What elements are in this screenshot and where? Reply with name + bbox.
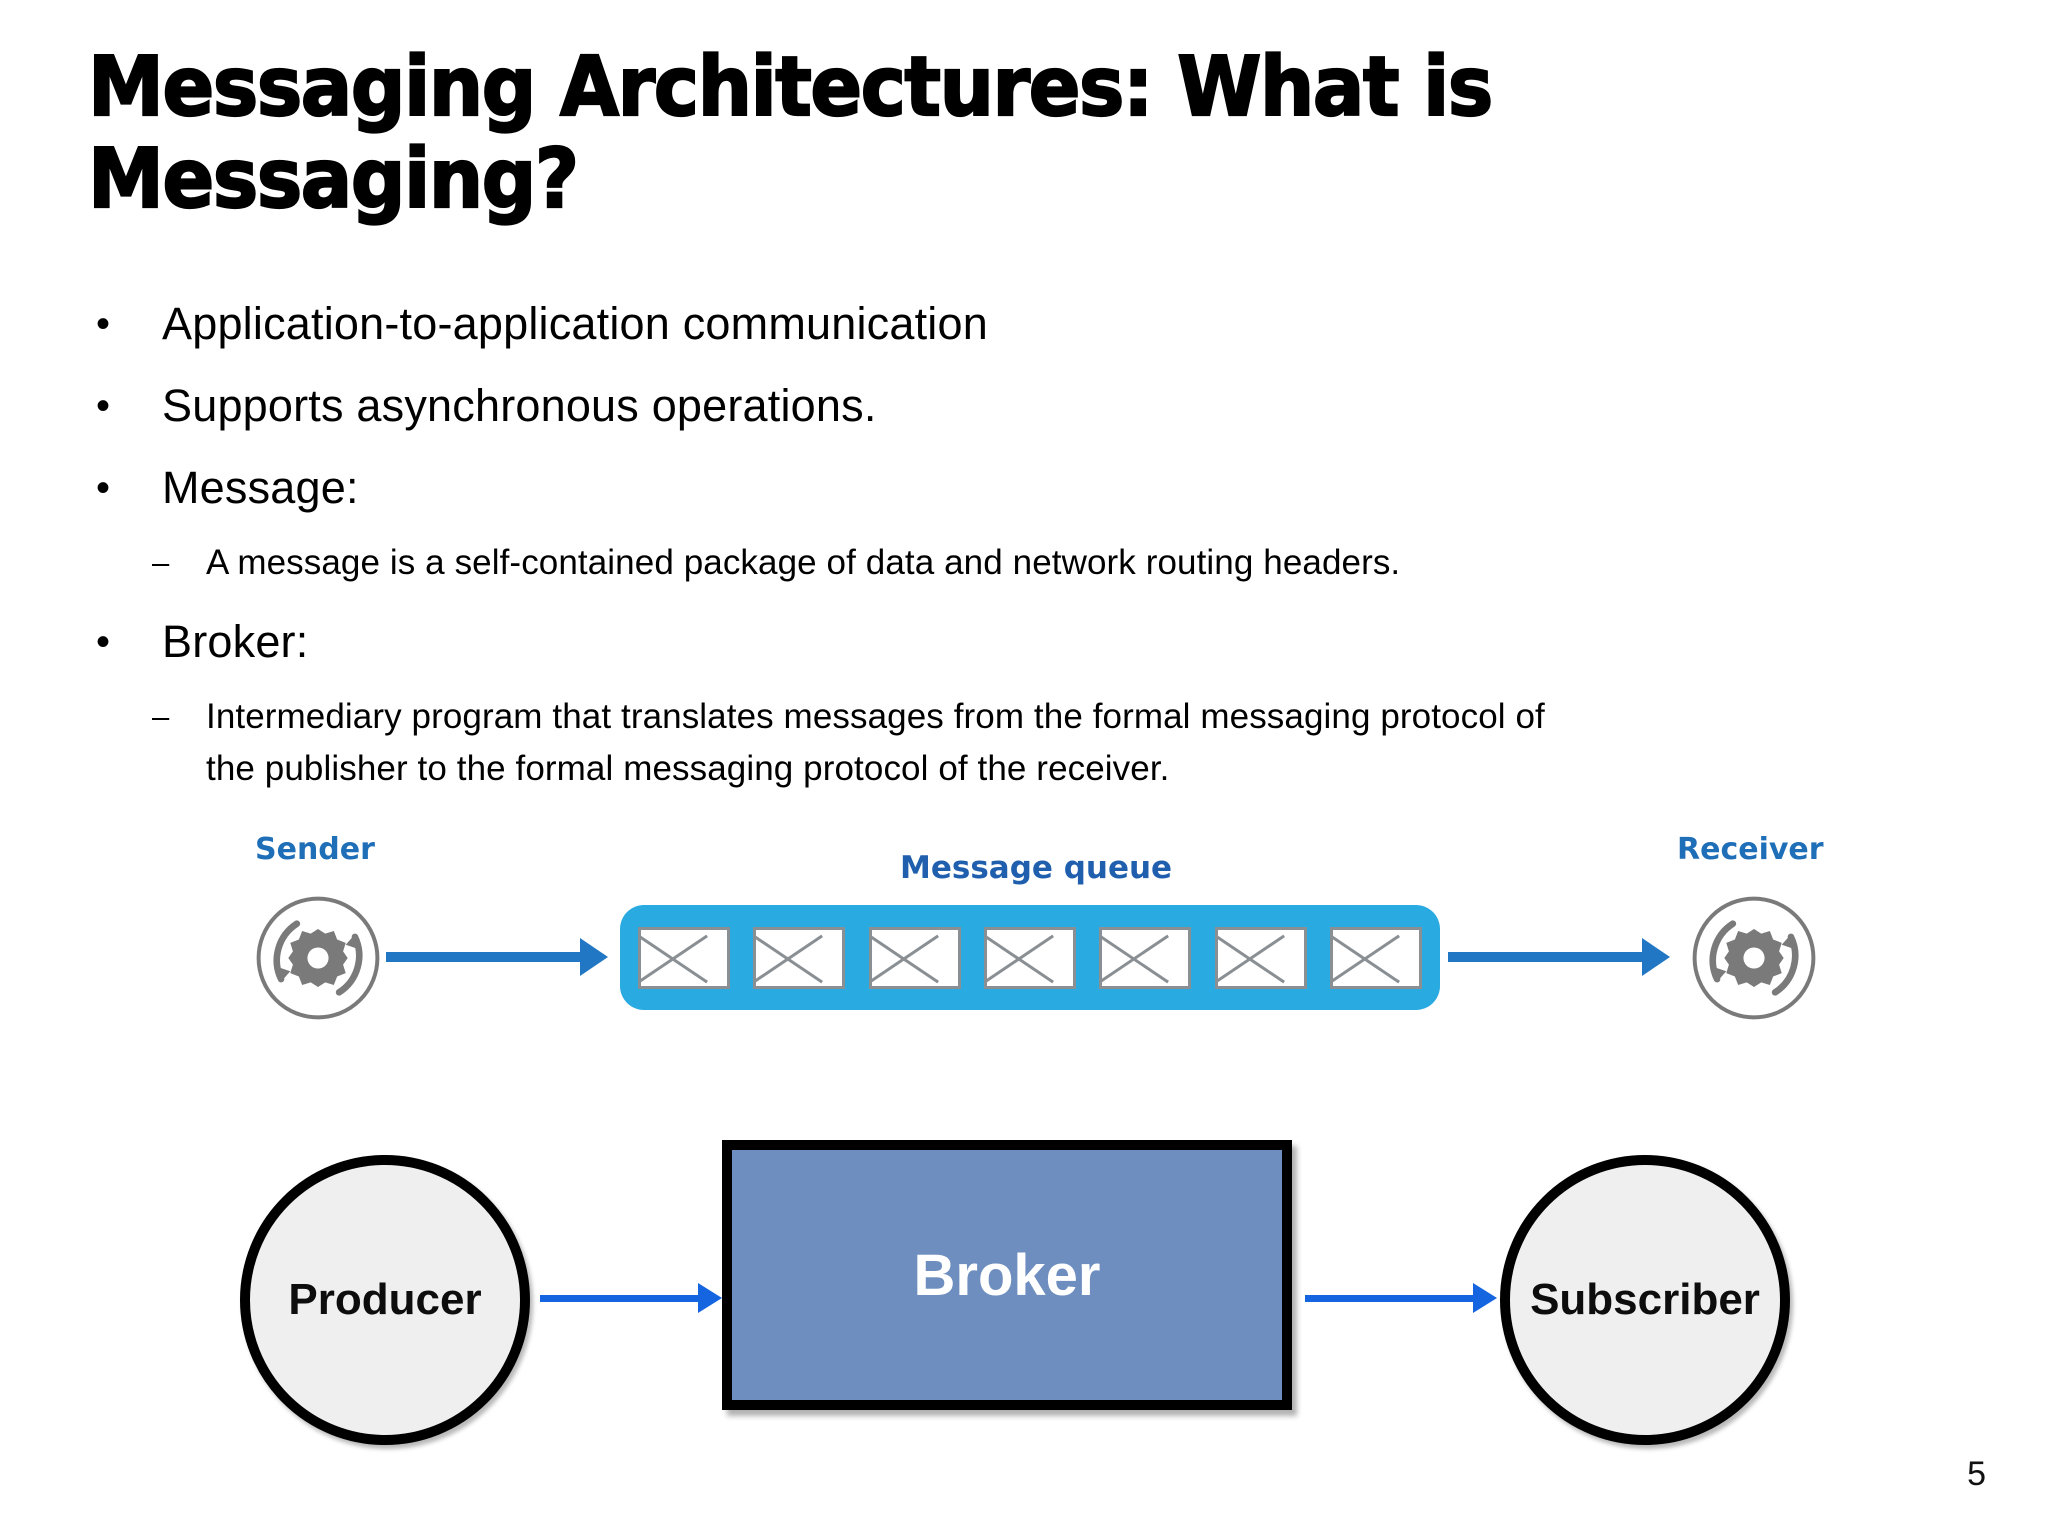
bullet-text: Application-to-application communication xyxy=(162,298,988,349)
sub-list-item: – A message is a self-contained package … xyxy=(88,537,1968,589)
envelope-icon xyxy=(983,926,1076,989)
sub-list-item: – Intermediary program that translates m… xyxy=(88,691,1968,795)
list-item: • Broker: xyxy=(88,613,1968,671)
message-queue-diagram: Sender Message queue Receiver xyxy=(0,820,2048,1050)
broker-flow-diagram: Producer Broker Subscriber xyxy=(0,1130,2048,1460)
sender-label: Sender xyxy=(255,832,375,867)
sub-bullet-text: A message is a self-contained package of… xyxy=(206,543,1401,582)
receiver-label: Receiver xyxy=(1677,832,1824,867)
page-number: 5 xyxy=(1967,1455,1986,1493)
dash-marker-icon: – xyxy=(152,545,170,580)
list-item: • Supports asynchronous operations. xyxy=(88,377,1968,435)
dash-marker-icon: – xyxy=(152,699,170,734)
arrow-queue-to-receiver xyxy=(1448,938,1670,976)
bullet-text: Broker: xyxy=(162,616,309,667)
envelope-icon xyxy=(1099,926,1192,989)
envelope-icon xyxy=(1329,926,1422,989)
envelope-icon xyxy=(868,926,961,989)
message-queue-label: Message queue xyxy=(900,850,1173,886)
arrow-broker-to-subscriber xyxy=(1305,1283,1497,1313)
producer-node: Producer xyxy=(240,1155,530,1445)
bullet-marker-icon: • xyxy=(96,384,111,428)
list-item: • Message: xyxy=(88,459,1968,517)
bullet-marker-icon: • xyxy=(96,620,111,664)
gear-refresh-icon xyxy=(256,896,380,1020)
sub-bullet-text: Intermediary program that translates mes… xyxy=(206,697,1545,788)
bullet-text: Supports asynchronous operations. xyxy=(162,380,877,431)
page-title: Messaging Architectures: What is Messagi… xyxy=(87,40,1494,227)
subscriber-node: Subscriber xyxy=(1500,1155,1790,1445)
bullet-marker-icon: • xyxy=(96,302,111,346)
bullet-text: Message: xyxy=(162,462,359,513)
broker-node: Broker xyxy=(722,1140,1292,1410)
arrow-sender-to-queue xyxy=(386,938,608,976)
message-queue-box xyxy=(620,905,1440,1010)
bullet-marker-icon: • xyxy=(96,466,111,510)
envelope-icon xyxy=(1214,926,1307,989)
envelope-icon xyxy=(638,926,730,989)
gear-refresh-icon xyxy=(1692,896,1816,1020)
arrow-producer-to-broker xyxy=(540,1283,722,1313)
bullet-list: • Application-to-application communicati… xyxy=(88,295,1968,805)
envelope-icon xyxy=(753,926,846,989)
list-item: • Application-to-application communicati… xyxy=(88,295,1968,353)
